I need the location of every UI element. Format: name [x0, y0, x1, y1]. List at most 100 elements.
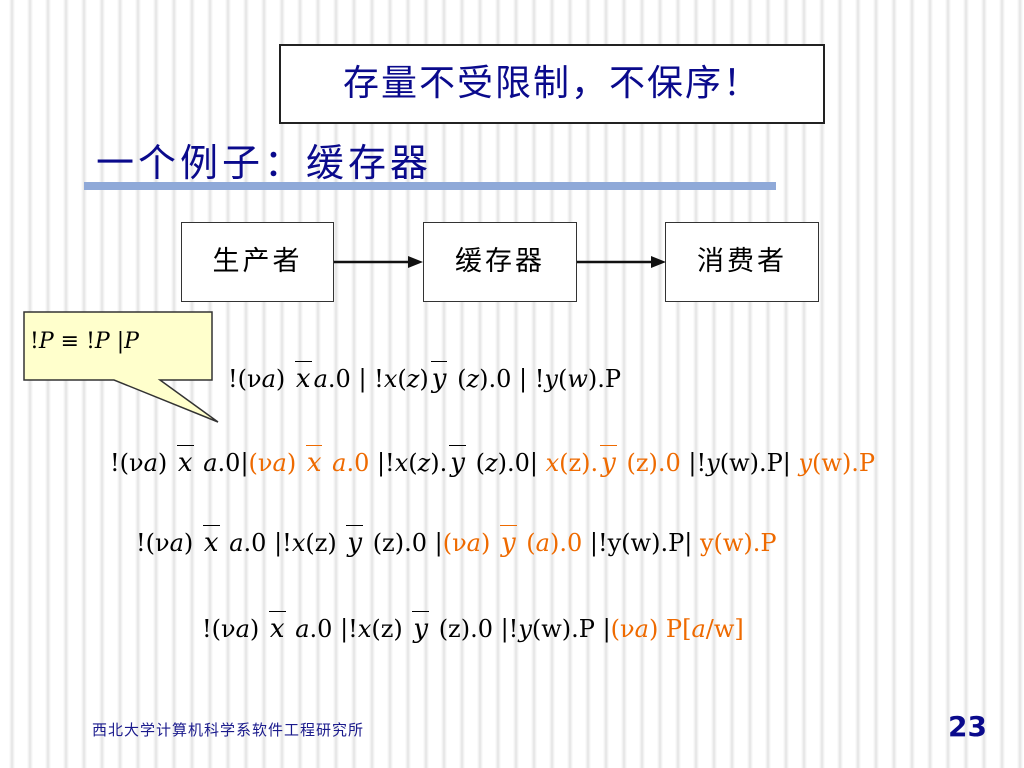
f1-seg: (: [557, 365, 568, 393]
f4-seg: (w).P |: [531, 615, 611, 643]
f2-seg: ν: [257, 449, 273, 477]
f1-seg: |: [358, 365, 375, 393]
f2-overline-x: x: [175, 445, 196, 478]
f4-seg: a: [634, 615, 649, 643]
formula-line-2: !(νa) x a.0|(νa) x a.0 |!x(z).y (z).0| x…: [110, 445, 876, 478]
f4-seg: (z): [371, 615, 411, 643]
title-underline: [84, 182, 776, 190]
f3-seg: ν: [155, 529, 170, 557]
f2-seg: (w).P: [812, 449, 876, 477]
callout-seg: !: [30, 329, 39, 354]
f4-seg: y: [518, 615, 532, 643]
f1-seg: z: [406, 365, 420, 393]
f4-seg: /w]: [705, 615, 744, 643]
f1-seg: a: [313, 365, 328, 393]
f4-seg: ) P[: [648, 615, 692, 643]
f2-seg: ): [157, 449, 175, 477]
note-text: 存量不受限制，不保序！: [342, 63, 761, 104]
f4-overline-x: x: [267, 611, 288, 644]
buffer-label: 缓存器: [455, 246, 545, 277]
f3-seg: (: [442, 529, 453, 557]
f3-seg: y(w).P: [692, 529, 777, 557]
f3-seg: a: [535, 529, 550, 557]
buffer-box: 缓存器: [423, 222, 577, 302]
f1-seg: ): [275, 365, 293, 393]
f1-seg: x: [383, 365, 398, 393]
producer-box: 生产者: [181, 222, 334, 302]
f2-seg: (z).: [559, 449, 599, 477]
f2-overline-y-highlight: y: [598, 445, 619, 478]
f2-seg: ).: [430, 449, 448, 477]
f1-seg: y: [544, 365, 558, 393]
f1-seg: .0: [327, 365, 359, 393]
note-box: 存量不受限制，不保序！: [279, 44, 825, 124]
f3-seg: (z).0 |: [365, 529, 443, 557]
f1-overline-y: y: [429, 361, 450, 394]
f4-seg: a: [295, 615, 310, 643]
callout-seg: P: [38, 329, 54, 354]
f3-seg: .0 |!: [243, 529, 292, 557]
f1-seg: !: [374, 365, 384, 393]
f3-seg: (z): [305, 529, 345, 557]
f3-overline-y-highlight: y: [498, 525, 519, 558]
f2-seg: a: [143, 449, 158, 477]
callout-text: !P ≡ !P |P: [30, 329, 139, 354]
arrow-producer-to-buffer: [334, 256, 423, 268]
f2-seg: .0|: [217, 449, 249, 477]
f2-overline-y: y: [447, 445, 468, 478]
arrow-buffer-to-consumer: [577, 256, 666, 268]
callout-seg: |: [109, 329, 125, 354]
f4-seg: !(: [202, 615, 222, 643]
f4-seg: (: [610, 615, 621, 643]
f2-seg: z: [417, 449, 431, 477]
f3-seg: ): [480, 529, 498, 557]
f3-seg: a: [169, 529, 184, 557]
f1-seg: w: [567, 365, 588, 393]
f2-seg: ν: [129, 449, 144, 477]
f4-seg: a: [235, 615, 250, 643]
f2-seg: |!: [369, 449, 395, 477]
f2-seg: (: [467, 449, 485, 477]
f2-seg: |!: [680, 449, 707, 477]
f3-seg: ).0: [549, 529, 583, 557]
f1-seg: ).P: [587, 365, 622, 393]
f1-seg: (: [449, 365, 467, 393]
formula-line-3: !(νa) x a.0 |!x(z) y (z).0 |(νa) y (a).0…: [136, 525, 777, 558]
f1-seg: !(: [228, 365, 248, 393]
f1-seg: !: [534, 365, 545, 393]
producer-label: 生产者: [212, 246, 303, 277]
f2-seg: (: [408, 449, 418, 477]
f3-seg: a: [466, 529, 481, 557]
callout-seg: ≡ !: [53, 329, 95, 354]
f3-seg: a: [229, 529, 244, 557]
f4-overline-y: y: [410, 611, 431, 644]
callout-seg: P: [124, 329, 139, 354]
f1-seg: a: [261, 365, 276, 393]
f2-seg: (: [248, 449, 258, 477]
f3-seg: |!y(w).P|: [582, 529, 693, 557]
f2-seg: a: [272, 449, 287, 477]
f4-seg: .0 |!: [309, 615, 358, 643]
f2-seg: x: [538, 449, 560, 477]
f1-seg: ν: [247, 365, 262, 393]
f2-seg: a: [332, 449, 347, 477]
f2-seg: (w).P|: [719, 449, 791, 477]
f1-seg: (: [397, 365, 407, 393]
f3-seg: (: [518, 529, 536, 557]
f2-seg: x: [394, 449, 409, 477]
f2-seg: .0: [346, 449, 370, 477]
slide-title: 一个例子：缓存器: [96, 141, 433, 185]
f4-seg: x: [357, 615, 372, 643]
footer-institution: 西北大学计算机科学系软件工程研究所: [92, 721, 365, 739]
f2-seg: ): [286, 449, 304, 477]
f2-seg: [324, 449, 332, 477]
f3-seg: ν: [452, 529, 467, 557]
f2-seg: a: [203, 449, 218, 477]
f2-seg: (z).0: [618, 449, 681, 477]
f3-overline-y: y: [344, 525, 365, 558]
consumer-label: 消费者: [697, 246, 787, 277]
f3-seg: ): [183, 529, 201, 557]
callout-seg: P: [94, 329, 110, 354]
f3-seg: !(: [136, 529, 156, 557]
f4-seg: (z).0 |!: [431, 615, 519, 643]
